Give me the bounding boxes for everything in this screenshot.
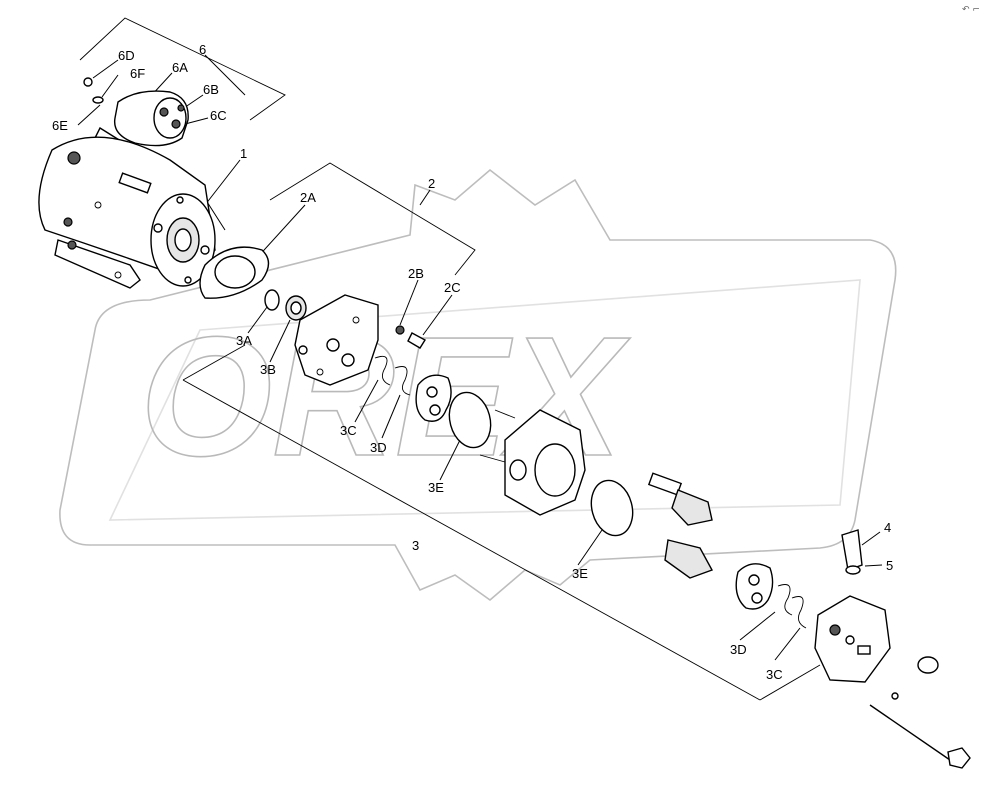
callout-3A: 3A [236,333,252,348]
part-plug [917,656,939,674]
callout-3C-upper: 3C [340,423,357,438]
callout-6F: 6F [130,66,145,81]
callout-3D-lower: 3D [730,642,747,657]
part-5-valve-seal [845,565,861,575]
part-2B-washer [395,325,405,335]
callout-3B: 3B [260,362,276,377]
callout-5: 5 [886,558,893,573]
callout-6: 6 [199,42,206,57]
part-3D-spring-upper [394,366,411,396]
callout-6B: 6B [203,82,219,97]
part-2C-bolt [407,332,426,349]
callout-6C: 6C [210,108,227,123]
part-3D-spring-lower [777,584,793,616]
callout-2B: 2B [408,266,424,281]
part-2A-gasket [199,246,270,299]
part-bushing-upper [415,374,452,422]
callout-6D: 6D [118,48,135,63]
corner-mark: ↶ ⌐ [962,5,980,15]
part-bushing-lower [735,563,774,610]
part-3E-oring-upper [448,391,492,449]
watermark-gear [59,168,897,602]
part-6D-screw [83,77,93,87]
part-3B-seal [285,295,307,321]
part-4-relief-valve [841,529,863,571]
part-drive-gear [647,472,713,526]
callout-6E: 6E [52,118,68,133]
part-1-motor [38,136,216,289]
part-pump-front-plate [294,294,379,386]
part-3C-spring-lower [791,596,807,629]
callout-1: 1 [240,146,247,161]
callout-6A: 6A [172,60,188,75]
callout-3E-lower: 3E [572,566,588,581]
callout-3E-upper: 3E [428,480,444,495]
part-6F-washer [92,96,104,104]
part-3C-spring-upper [374,355,391,386]
callout-2A: 2A [300,190,316,205]
callout-2C: 2C [444,280,461,295]
part-tie-bolt [869,704,971,769]
callout-2: 2 [428,176,435,191]
callout-4: 4 [884,520,891,535]
bracket-lines [79,17,821,701]
part-rear-cover [814,595,891,683]
callout-labels: 6 6D 6F 6A 6B 6C 6E 1 2 2A 2B 2C 3A 3B 3… [52,42,893,682]
callout-3: 3 [412,538,419,553]
callout-3C-lower: 3C [766,667,783,682]
part-pump-body [479,409,586,516]
callout-3D-upper: 3D [370,440,387,455]
part-3A-ring [264,289,280,311]
part-nut [891,692,899,700]
part-idler-gear [664,539,714,579]
part-3E-oring-lower [590,479,634,537]
